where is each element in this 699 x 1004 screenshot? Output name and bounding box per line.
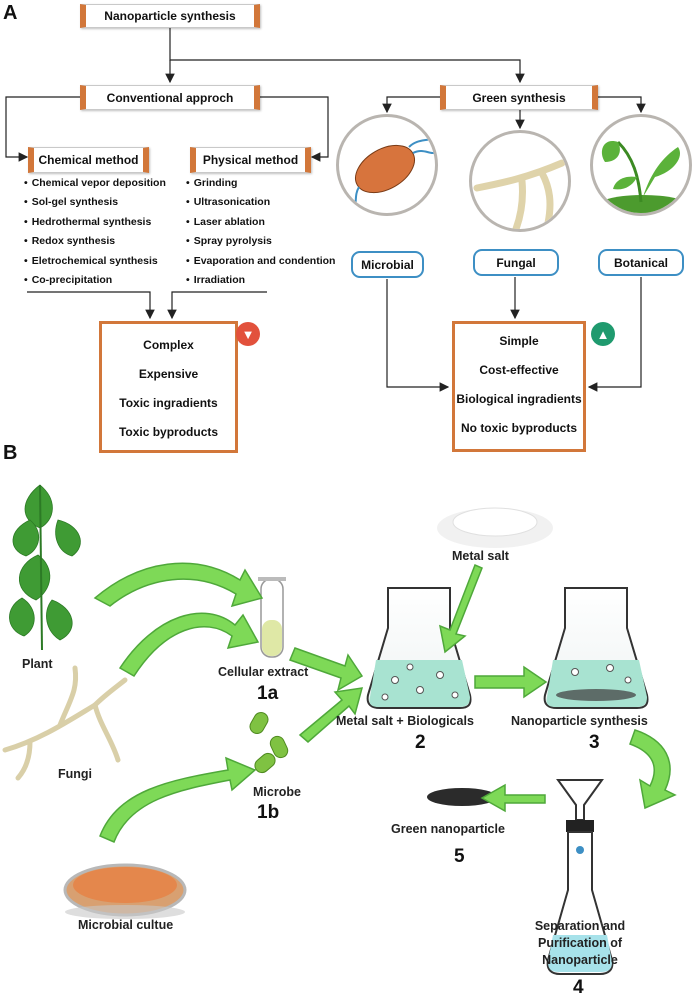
list-item: Co-precipitation: [24, 271, 166, 290]
step-1b-label: 1b: [257, 802, 280, 823]
list-item: Redox synthesis: [24, 232, 166, 251]
metal-salt-biologicals-label: Metal salt + Biologicals: [336, 714, 474, 728]
drawback-item: Expensive: [138, 367, 199, 381]
cellular-extract-label: Cellular extract: [218, 665, 309, 679]
microbial-label: Microbial: [361, 257, 414, 272]
step-1a-label: 1a: [257, 683, 279, 704]
drawback-item: Complex: [143, 338, 194, 352]
step-2-label: 2: [415, 732, 426, 753]
nanoparticle-synthesis-step-label: Nanoparticle synthesis: [511, 714, 648, 728]
list-item: Hedrothermal synthesis: [24, 213, 166, 232]
green-synthesis-label: Green synthesis: [472, 90, 566, 105]
microbial-culture-label: Microbial cultue: [78, 918, 174, 932]
microbe-label: Microbe: [253, 785, 301, 799]
separation-purification-label: Separation and Purification of Nanoparti…: [518, 918, 642, 969]
list-item: Eletrochemical synthesis: [24, 252, 166, 271]
metal-salt-label: Metal salt: [452, 549, 509, 563]
fungal-label: Fungal: [496, 255, 536, 270]
list-item: Chemical vepor deposition: [24, 174, 166, 193]
physical-method-label: Physical method: [202, 153, 299, 167]
flask-2-illustration: [366, 587, 472, 709]
step-3-label: 3: [589, 732, 600, 753]
advantage-item: Cost-effective: [479, 363, 559, 377]
microbe-illustration: [249, 712, 289, 774]
list-item: Laser ablation: [186, 213, 335, 232]
physical-method-box: Physical method: [190, 147, 311, 173]
flask-3-illustration: [543, 587, 649, 709]
green-synthesis-box: Green synthesis: [440, 85, 598, 110]
conventional-approach-label: Conventional approch: [106, 90, 234, 105]
nanoparticle-synthesis-box: Nanoparticle synthesis: [80, 4, 260, 28]
drawback-item: Toxic byproducts: [118, 425, 219, 439]
separation-line: Purification of: [537, 936, 623, 950]
conventional-approach-box: Conventional approch: [80, 85, 260, 110]
fungi-illustration: [2, 665, 128, 781]
botanical-label: Botanical: [613, 255, 668, 270]
advantage-item: Simple: [499, 334, 539, 348]
list-item: Evaporation and condention: [186, 252, 336, 271]
list-item: Grinding: [186, 174, 335, 193]
chemical-method-list: Chemical vepor deposition Sol-gel synthe…: [24, 174, 166, 290]
petri-dish-illustration: [63, 863, 187, 919]
advantage-item: No toxic byproducts: [460, 421, 577, 435]
physical-method-list: Grinding Ultrasonication Laser ablation …: [186, 174, 336, 290]
microbial-pill: Microbial: [351, 251, 424, 278]
fungal-image: [469, 130, 571, 232]
drawbacks-box: Complex Expensive Toxic ingradients Toxi…: [99, 321, 238, 453]
thumbs-down-icon: ▼: [236, 322, 260, 346]
advantage-item: Biological ingradients: [456, 392, 582, 406]
panel-a-label: A: [3, 2, 18, 24]
list-item: Sol-gel synthesis: [24, 193, 166, 212]
thumbs-up-icon: ▲: [591, 322, 615, 346]
list-item: Irradiation: [186, 271, 335, 290]
plant-label: Plant: [22, 657, 53, 671]
advantages-box: Simple Cost-effective Biological ingradi…: [452, 321, 586, 452]
step-5-label: 5: [454, 846, 465, 867]
list-item: Ultrasonication: [186, 193, 335, 212]
fungal-pill: Fungal: [473, 249, 559, 276]
chemical-method-box: Chemical method: [28, 147, 149, 173]
step-4-label: 4: [573, 977, 584, 998]
nanoparticle-pile: [427, 788, 497, 806]
green-arrows: [93, 562, 677, 843]
test-tube-illustration: [258, 577, 286, 658]
botanical-image: [590, 114, 692, 216]
plant-illustration: [9, 484, 81, 651]
drawback-item: Toxic ingradients: [119, 396, 218, 410]
filtration-flask-illustration: [546, 779, 614, 975]
botanical-pill: Botanical: [598, 249, 684, 276]
chemical-method-label: Chemical method: [38, 153, 139, 167]
microbial-image: [336, 114, 438, 216]
separation-line: Nanoparticle: [542, 953, 618, 967]
green-nanoparticle-label: Green nanoparticle: [391, 822, 505, 836]
panel-b-label: B: [3, 442, 18, 464]
fungi-label: Fungi: [58, 767, 93, 781]
list-item: Spray pyrolysis: [186, 232, 335, 251]
nanoparticle-synthesis-label: Nanoparticle synthesis: [104, 9, 236, 23]
separation-line: Separation and: [534, 919, 626, 933]
